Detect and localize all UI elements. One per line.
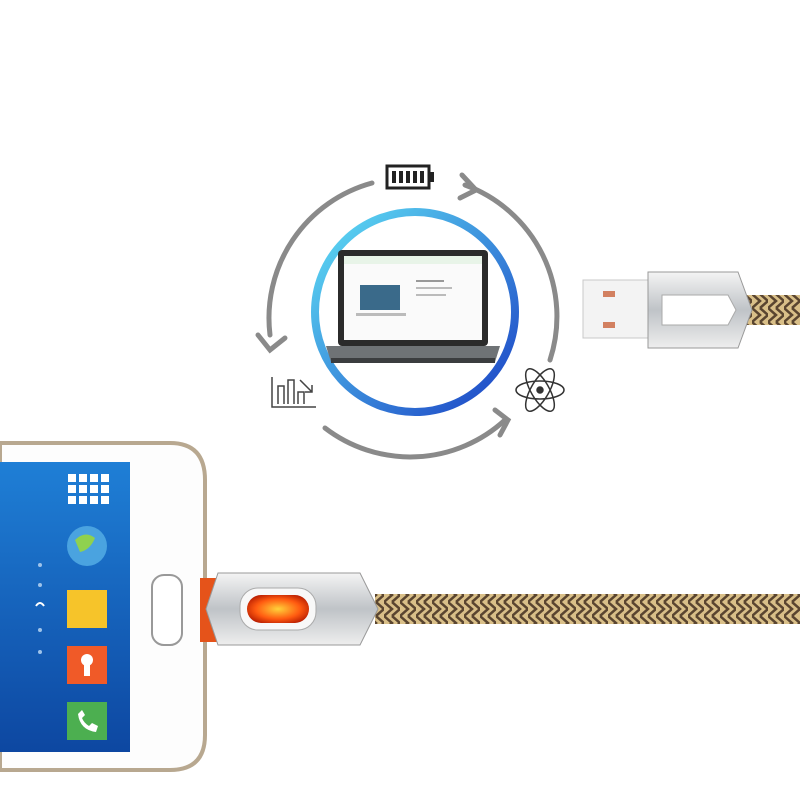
micro-usb-connector xyxy=(200,572,800,646)
data-sync-icon xyxy=(271,377,316,408)
apps-grid-icon xyxy=(68,474,109,504)
laptop xyxy=(326,250,500,363)
email-icon xyxy=(67,590,107,628)
home-button xyxy=(151,574,183,646)
atom-icon xyxy=(515,367,565,413)
phone-screen xyxy=(0,462,130,752)
battery-icon xyxy=(385,164,434,190)
smartphone xyxy=(0,441,207,772)
usb-connector xyxy=(582,271,800,349)
cycle-arrows xyxy=(255,172,560,460)
led-indicator xyxy=(247,595,309,623)
phone-app-icon xyxy=(67,702,107,740)
